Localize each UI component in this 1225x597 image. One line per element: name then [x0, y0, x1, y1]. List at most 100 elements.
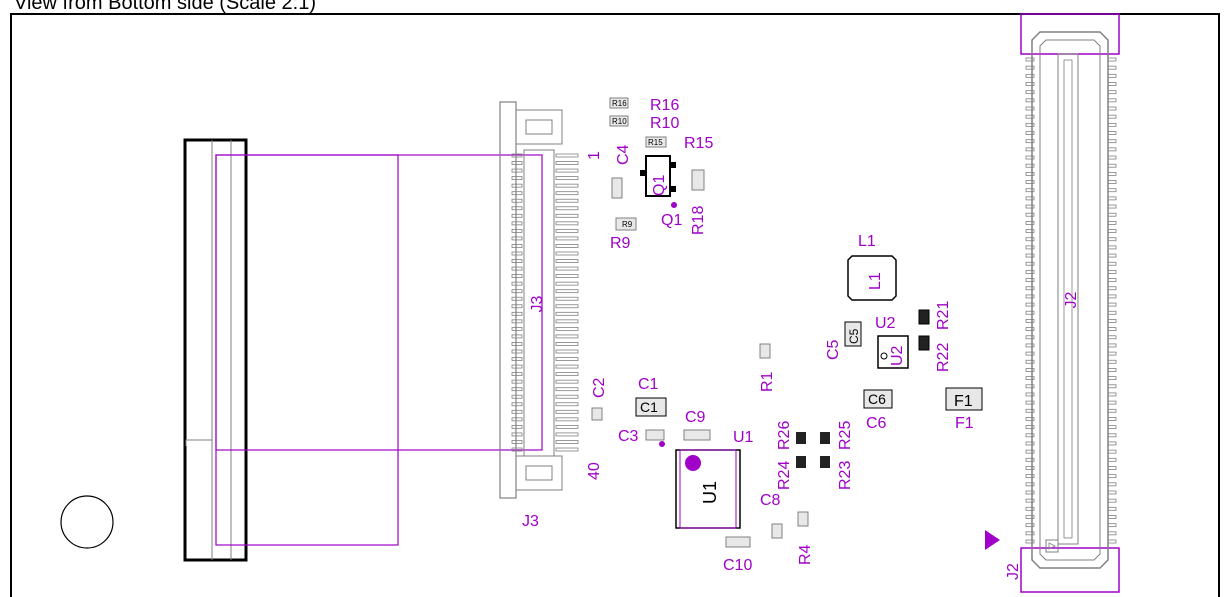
- j3-pin: [511, 221, 523, 226]
- j2-pin: [1107, 310, 1117, 315]
- j3-pin: [555, 357, 579, 361]
- j2-pin: [1025, 400, 1035, 405]
- j2-pin: [1025, 433, 1035, 438]
- j3-pin: [555, 191, 579, 196]
- r10-small-label: R10: [612, 117, 627, 126]
- c5-inner-label: C5: [847, 328, 861, 344]
- r15-label: R15: [684, 135, 713, 152]
- j3-pin: [555, 311, 579, 316]
- j2-pin: [1107, 196, 1117, 201]
- comp-r24: [796, 456, 806, 468]
- j3-pin: [511, 364, 523, 369]
- j2-pin: [1107, 73, 1117, 78]
- j2-pin: [1107, 384, 1117, 389]
- c4-label: C4: [615, 144, 632, 165]
- j3-pin: [511, 183, 523, 188]
- j2-pin: [1025, 335, 1035, 340]
- j3-pin: [555, 259, 579, 263]
- j3-pin: [511, 206, 523, 211]
- pin1-marker-icon: [985, 530, 1000, 550]
- comp-c1: [635, 397, 667, 417]
- j2-pin: [1025, 90, 1035, 95]
- c6-inner-label: C6: [868, 391, 886, 407]
- c9-label: C9: [685, 409, 706, 426]
- comp-u2: [877, 335, 909, 369]
- f1-inner-label: F1: [954, 393, 973, 410]
- r16-label: R16: [650, 97, 679, 114]
- j2-pin: [1107, 343, 1117, 348]
- view-title: View from Bottom side (Scale 2:1): [14, 0, 316, 14]
- j2-pin: [1025, 286, 1035, 291]
- u1-inner-label: U1: [700, 481, 720, 504]
- comp-r9: R9: [615, 217, 637, 231]
- j2-pin: [1025, 368, 1035, 372]
- comp-r1: [759, 343, 771, 359]
- j3-pin: [511, 198, 523, 203]
- j2-pin: [1107, 171, 1117, 176]
- j3-pin1-label: 1: [586, 151, 603, 160]
- j3-pin: [511, 440, 523, 444]
- j3-pin: [555, 394, 579, 399]
- c10-label: C10: [723, 557, 752, 574]
- j2-pin: [1025, 319, 1035, 323]
- j3-pin: [555, 387, 579, 392]
- comp-c4: [611, 177, 623, 199]
- j2-pin: [1107, 327, 1117, 331]
- j3-pin: [555, 372, 579, 377]
- r9-label: R9: [610, 235, 631, 252]
- j3-pin: [555, 266, 579, 271]
- j2-pin: [1107, 180, 1117, 184]
- j3-pin: [511, 447, 523, 452]
- j2-pin: [1025, 220, 1035, 225]
- j3-pin: [555, 304, 579, 309]
- r16-small-label: R16: [612, 99, 627, 108]
- j2-pin: [1025, 523, 1035, 528]
- j2-pin: [1025, 253, 1035, 258]
- j3-pin: [555, 296, 579, 301]
- j3-pin: [511, 213, 523, 218]
- j3-pin: [555, 274, 579, 279]
- j2-pin: [1107, 417, 1117, 421]
- j2-pin: [1025, 506, 1035, 511]
- j2-pin: [1025, 449, 1035, 454]
- c1-inner-label: C1: [640, 399, 658, 415]
- r22-label: R22: [935, 343, 952, 372]
- j3-pin: [555, 281, 579, 286]
- comp-r4: [797, 511, 809, 527]
- j3-pin: [555, 236, 579, 241]
- j3-pin: [555, 161, 579, 165]
- j3-pin: [511, 326, 523, 331]
- j2-pin: [1025, 270, 1035, 274]
- j3-pin: [555, 244, 579, 248]
- j2-pin: [1025, 204, 1035, 209]
- j2-pin: [1025, 531, 1035, 536]
- r10-label: R10: [650, 115, 679, 132]
- j2-pin: [1107, 122, 1117, 127]
- j3-pin: [555, 176, 579, 181]
- j2-pin: [1025, 65, 1035, 70]
- j2-pin: [1107, 98, 1117, 103]
- j3-pin: [511, 432, 523, 437]
- j3-pin: [555, 213, 579, 218]
- r15-small-label: R15: [648, 138, 663, 147]
- j3-pin: [555, 198, 579, 203]
- r23-label: R23: [837, 461, 854, 490]
- l1-label: L1: [858, 233, 876, 250]
- j3-pin: [555, 342, 579, 346]
- j2-pin: [1107, 433, 1117, 438]
- j2-pin: [1025, 466, 1035, 470]
- j3-pin: [555, 424, 579, 429]
- j3-pin: [555, 228, 579, 233]
- j3-pin: [555, 417, 579, 422]
- j2-pin: [1107, 539, 1117, 544]
- j3-pin: [511, 168, 523, 173]
- j2-pin: [1107, 229, 1117, 233]
- j2-pin: [1107, 155, 1117, 160]
- j2-pin: [1107, 506, 1117, 511]
- j3-pin: [511, 289, 523, 294]
- j2-pin: [1107, 449, 1117, 454]
- j2-pin: [1025, 278, 1035, 282]
- comp-c10: [725, 536, 751, 548]
- j2-pin: [1107, 302, 1117, 307]
- j2-pin: [1107, 368, 1117, 372]
